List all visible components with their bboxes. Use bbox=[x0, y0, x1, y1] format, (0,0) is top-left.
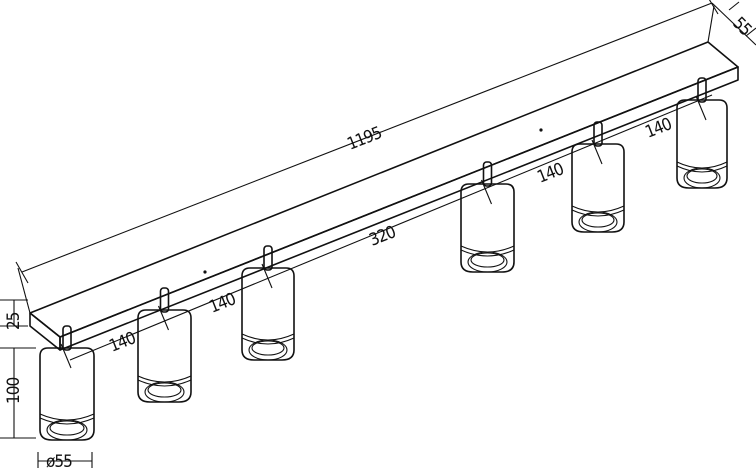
dimension-label-rail-height: 25 bbox=[4, 312, 24, 330]
dimension-label-total-length: 1195 bbox=[345, 123, 385, 155]
spotlights bbox=[39, 77, 728, 441]
dimension-label-gap-c: 140 bbox=[535, 159, 567, 187]
dimension-label-rail-width: 55 bbox=[728, 13, 755, 40]
spotlight bbox=[241, 245, 295, 361]
spotlight bbox=[39, 325, 95, 441]
dimension-spot-spacing: 140 140 320 140 140 bbox=[69, 94, 713, 361]
spotlight bbox=[460, 161, 515, 273]
dimension-label-spot-height: 100 bbox=[4, 378, 24, 404]
spotlight bbox=[676, 77, 728, 189]
dimension-label-gap-d: 140 bbox=[643, 114, 675, 142]
dimension-label-gap-a: 140 bbox=[107, 328, 139, 356]
dimension-total-length: 1195 bbox=[15, 0, 719, 314]
dimension-spot-height: 100 bbox=[0, 347, 36, 439]
dimension-label-spot-diameter: ø55 bbox=[46, 452, 72, 468]
spotlight bbox=[571, 121, 625, 233]
dimension-spot-diameter: ø55 bbox=[37, 452, 93, 468]
dimension-rail-height: 25 bbox=[0, 299, 28, 330]
spotlight bbox=[137, 287, 192, 403]
dimension-label-gap-b: 140 bbox=[207, 289, 239, 317]
mounting-rail bbox=[29, 41, 739, 351]
dimension-rail-width: 55 bbox=[711, 1, 756, 46]
